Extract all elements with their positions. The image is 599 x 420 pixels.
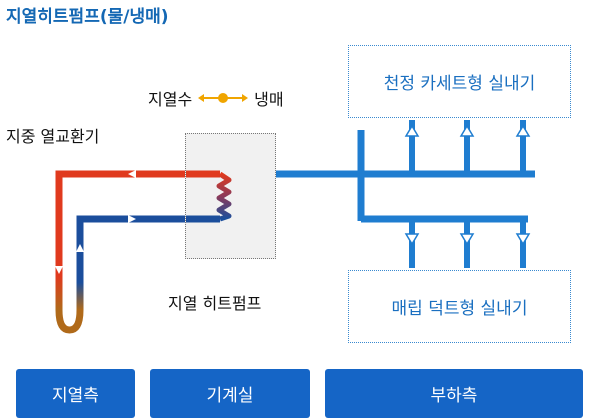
page-title: 지열히트펌프(물/냉매) [6, 7, 169, 27]
flow-arrow [128, 215, 136, 223]
down-arrow [404, 233, 420, 246]
flow-arrow [76, 244, 84, 252]
legend: 지열수 냉매 [148, 86, 284, 110]
ceiling-cassette-unit: 천정 카세트형 실내기 [348, 45, 571, 118]
flow-arrow [128, 170, 136, 178]
down-arrow [459, 233, 475, 246]
up-arrow [404, 124, 420, 137]
heat-pump-label: 지열 히트펌프 [168, 294, 262, 313]
loop-bottom [55, 309, 84, 334]
duct-unit-label: 매립 덕트형 실내기 [391, 299, 528, 319]
up-arrow [515, 124, 531, 137]
legend-arrow-icon [196, 91, 250, 105]
hot-pipe [55, 170, 220, 310]
duct-unit: 매립 덕트형 실내기 [348, 270, 571, 343]
ground-exchanger-label: 지중 열교환기 [6, 127, 100, 146]
tab-machine-room[interactable]: 기계실 [150, 369, 310, 418]
flow-arrow [55, 266, 63, 274]
tab-load-side[interactable]: 부하측 [325, 369, 583, 418]
ceiling-cassette-label: 천정 카세트형 실내기 [383, 74, 536, 94]
heat-pump-box [185, 133, 276, 259]
legend-refrigerant-label: 냉매 [254, 90, 284, 109]
legend-water-label: 지열수 [148, 90, 193, 109]
up-arrow [459, 124, 475, 137]
cold-pipe [76, 215, 220, 310]
tab-ground-side[interactable]: 지열측 [16, 369, 135, 418]
down-arrow [515, 233, 531, 246]
